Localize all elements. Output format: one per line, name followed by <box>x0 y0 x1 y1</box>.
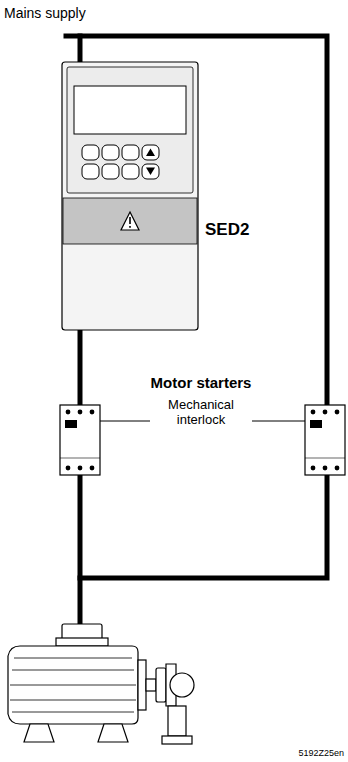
group-label: Motor starters <box>151 374 252 391</box>
interlock-label: Mechanical interlock <box>153 398 249 428</box>
supply-label: Mains supply <box>4 5 86 21</box>
motor-starter <box>60 405 100 475</box>
motor-pump <box>8 624 194 744</box>
figure-code: 5192Z25en <box>298 748 344 758</box>
drive-unit: SED2 <box>62 62 262 330</box>
device-label: SED2 <box>205 220 249 240</box>
motor-starter <box>305 405 345 475</box>
drive-unit <box>62 62 198 330</box>
